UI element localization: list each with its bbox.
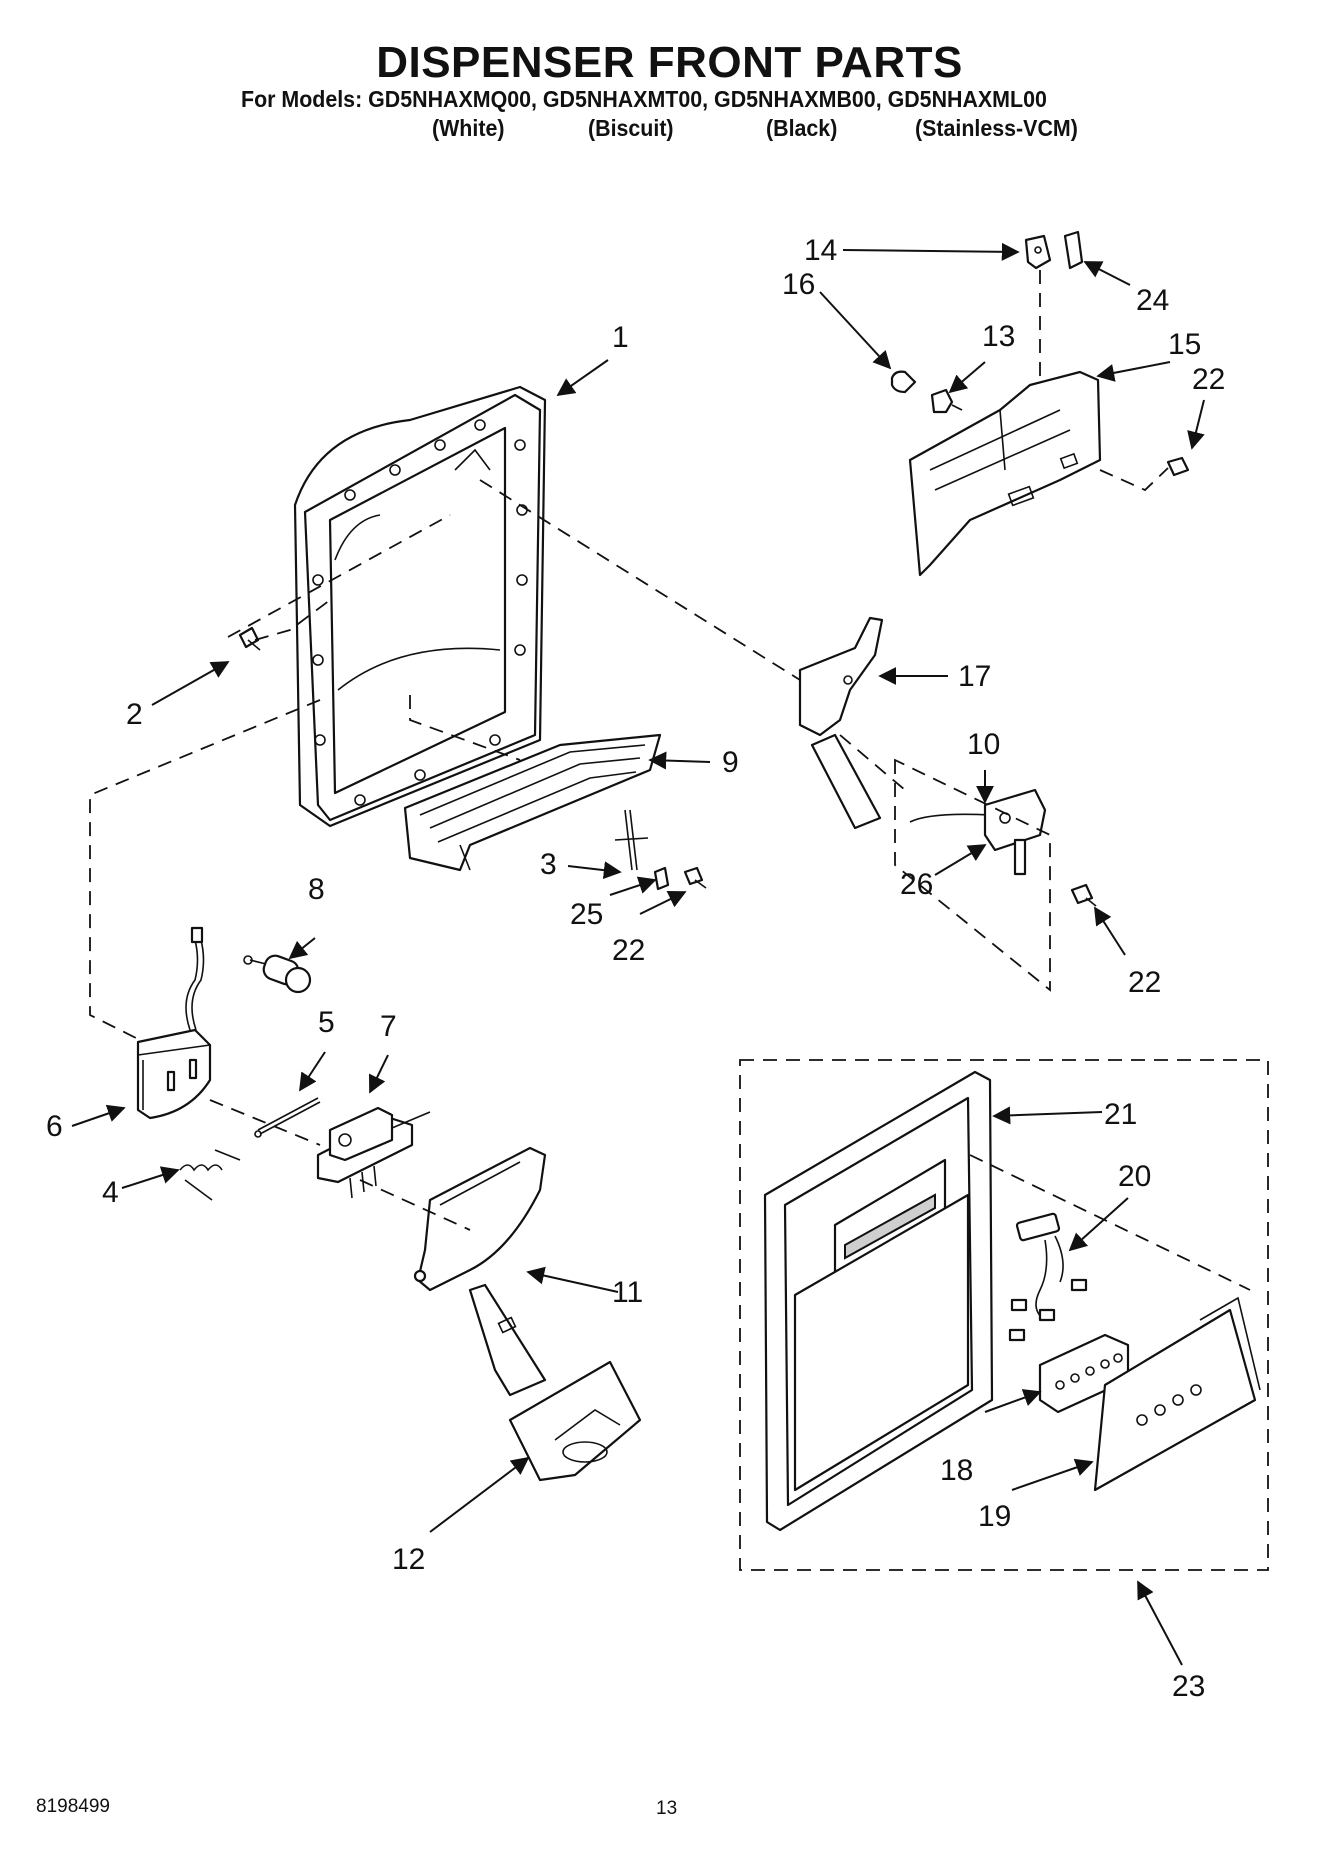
part-6-module [136, 926, 212, 1120]
callout-16: 16 [782, 268, 816, 301]
part-16-lamp [890, 370, 917, 394]
color-label-biscuit: (Biscuit) [588, 115, 674, 141]
callout-10: 10 [967, 728, 1001, 761]
models-line: For Models: GD5NHAXMQ00, GD5NHAXMT00, GD… [241, 86, 1047, 113]
part-1-housing [293, 385, 547, 828]
callout-22-middle: 22 [612, 934, 646, 967]
callout-26: 26 [900, 868, 934, 901]
model-number: GD5NHAXMB00, [714, 86, 882, 112]
part-11-paddle [413, 1146, 547, 1397]
color-label-stainless: (Stainless-VCM) [915, 115, 1078, 141]
assembly-line [209, 1099, 321, 1146]
page-title: DISPENSER FRONT PARTS [376, 38, 963, 87]
part-8-solenoid [243, 954, 312, 994]
callout-22-right: 22 [1128, 966, 1162, 999]
part-12-chute [508, 1360, 642, 1482]
assembly-line [227, 514, 451, 638]
callout-11: 11 [612, 1276, 644, 1309]
callout-21: 21 [1104, 1098, 1138, 1131]
part-17-lever-arm [798, 616, 884, 830]
assembly-line [839, 734, 906, 791]
box-10-outline [894, 758, 1051, 992]
assembly-line [409, 695, 521, 761]
box-23-outline [739, 1059, 1269, 1571]
part-22-screw [683, 866, 707, 889]
callout-5: 5 [318, 1006, 335, 1039]
callout-13: 13 [982, 320, 1016, 353]
models-prefix: For Models: [241, 86, 363, 112]
part-3-spring-clip [614, 809, 649, 871]
leader-arrows [71, 242, 1205, 1666]
part-20-harness [1008, 1212, 1088, 1342]
callout-17: 17 [958, 660, 992, 693]
part-26-actuator [909, 788, 1047, 876]
assembly-line [89, 699, 321, 1041]
color-label-white: (White) [432, 115, 505, 141]
assembly-line [969, 1154, 1251, 1291]
model-number: GD5NHAXML00 [887, 86, 1047, 112]
callout-19: 19 [978, 1500, 1012, 1533]
part-15-housing [908, 370, 1102, 577]
assembly-line [1099, 467, 1169, 492]
callout-1: 1 [612, 321, 629, 354]
assembly-line [479, 479, 801, 681]
part-13-socket [930, 388, 963, 414]
document-number: 8198499 [36, 1796, 110, 1817]
part-25-plate [653, 866, 670, 891]
part-9-drip-tray [403, 733, 662, 872]
callout-14: 14 [804, 234, 838, 267]
model-number: GD5NHAXMQ00, [368, 86, 537, 112]
callout-3: 3 [540, 848, 557, 881]
callout-9: 9 [722, 746, 739, 779]
part-5-rod [254, 1097, 321, 1138]
assembly-line [254, 599, 331, 641]
callout-18: 18 [940, 1454, 974, 1487]
part-24-insulator [1063, 230, 1084, 270]
callout-6: 6 [46, 1110, 63, 1143]
callout-8: 8 [308, 873, 325, 906]
color-label-black: (Black) [766, 115, 838, 141]
model-number: GD5NHAXMT00, [542, 86, 709, 112]
part-21-front-panel [763, 1070, 994, 1532]
part-22-screw [1166, 456, 1190, 477]
callout-23: 23 [1172, 1670, 1206, 1703]
callout-2: 2 [126, 698, 143, 731]
callout-4: 4 [102, 1176, 119, 1209]
callout-7: 7 [380, 1010, 397, 1043]
page-number: 13 [656, 1798, 678, 1819]
part-7-lever [316, 1106, 431, 1199]
part-14-switch [1024, 234, 1052, 270]
callout-15: 15 [1168, 328, 1202, 361]
part-22-screw [1070, 883, 1097, 907]
callout-24: 24 [1136, 284, 1170, 317]
callout-20: 20 [1118, 1160, 1152, 1193]
assembly-line [359, 1179, 471, 1231]
callout-25: 25 [570, 898, 604, 931]
part-19-overlay [1093, 1296, 1261, 1492]
callout-22-upper: 22 [1192, 363, 1226, 396]
callout-12: 12 [392, 1543, 426, 1576]
part-4-spring [179, 1149, 241, 1201]
